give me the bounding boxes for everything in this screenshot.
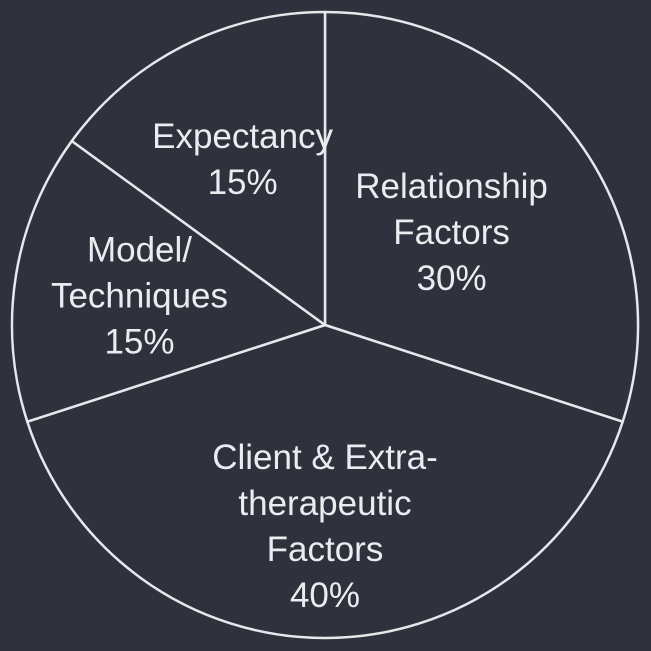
pie-slices [10, 10, 640, 640]
slice-name-line: Model/ [87, 231, 192, 270]
slice-name-line: therapeutic [238, 484, 411, 523]
slice-name-line: Factors [267, 530, 384, 569]
slice-name-line: Relationship [355, 167, 548, 206]
slice-name-line: Factors [393, 213, 510, 252]
slice-name-line: Techniques [51, 277, 228, 316]
pie-slice [70, 10, 327, 327]
slice-value-label: 15% [104, 323, 174, 362]
slice-name-line: Expectancy [152, 117, 333, 156]
slice-value-label: 15% [208, 163, 278, 202]
pie-slice-label: Model/Techniques 15% [51, 231, 228, 362]
slice-value-label: 30% [417, 259, 487, 298]
pie-slice [323, 10, 640, 423]
pie-slice [26, 323, 624, 640]
slice-value-label: 40% [290, 576, 360, 615]
slice-name-line: Client & Extra- [212, 438, 438, 477]
pie-slice [10, 139, 327, 423]
pie-slice-label: Expectancy 15% [152, 117, 333, 202]
